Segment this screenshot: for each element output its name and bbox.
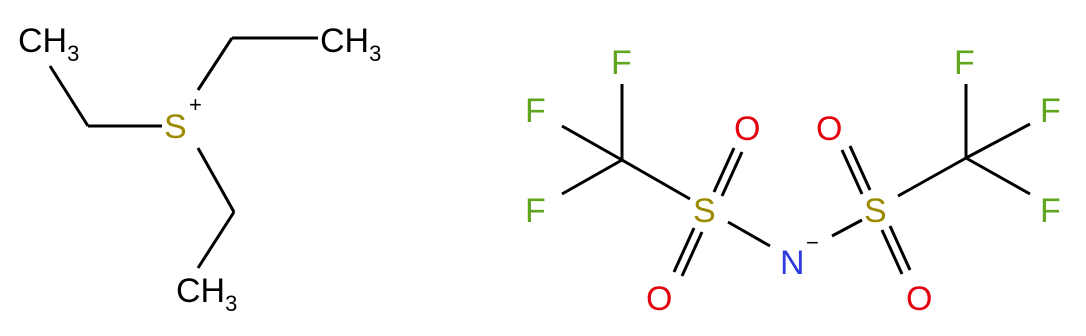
bond-c-right-to-f-bottom: [965, 156, 1031, 196]
bond-s-left-to-n: [727, 220, 771, 248]
bond-ch2-bottom-to-ch3: [196, 211, 236, 269]
nitrogen-negative-charge: −: [806, 230, 819, 255]
bond-s-right-o-top-a: [840, 149, 864, 195]
bond-sulfur-to-ch2-bottom: [196, 147, 236, 213]
fluorine-right-mid: F: [1040, 92, 1061, 130]
fluorine-right-bottom: F: [1040, 192, 1061, 230]
sulfur-right: S: [864, 192, 887, 230]
bond-c-left-to-f-bottom: [561, 158, 623, 196]
anion-bonds: [561, 84, 1031, 277]
bond-s-left-o-top-b: [720, 151, 744, 197]
fluorine-left-mid: F: [525, 92, 546, 130]
oxygen-right-top: O: [816, 110, 842, 148]
bond-n-to-s-right: [831, 218, 863, 238]
fluorine-left-bottom: F: [525, 192, 546, 230]
bond-s-left-o-bottom-a: [672, 227, 696, 273]
nitrogen-anion: N: [780, 244, 805, 282]
cation-bonds: [48, 36, 318, 269]
ch3-bottom-label: CH3: [176, 272, 237, 316]
bond-c-left-to-f-mid: [561, 124, 623, 162]
bond-ch3-topleft-to-ch2: [48, 65, 90, 127]
bond-s-right-o-bottom-a: [880, 229, 904, 275]
bond-c-left-to-s-left: [621, 158, 691, 201]
bond-s-left-o-top-a: [712, 147, 736, 193]
bond-s-right-o-bottom-b: [888, 225, 912, 271]
oxygen-left-top: O: [734, 110, 760, 148]
oxygen-left-bottom: O: [646, 280, 672, 318]
oxygen-right-bottom: O: [906, 280, 932, 318]
sulfur-positive-charge: +: [189, 92, 202, 117]
bond-s-left-o-bottom-b: [680, 231, 704, 277]
sulfur-cation-label: S: [164, 108, 187, 146]
sulfur-left: S: [693, 192, 716, 230]
bond-c-right-to-f-mid: [965, 122, 1031, 160]
bond-sulfur-to-ch2-top: [196, 37, 234, 91]
fluorine-right-top: F: [954, 44, 975, 82]
ch3-top-left-label: CH3: [18, 22, 79, 66]
bond-s-right-to-c-right: [897, 156, 967, 198]
bond-s-right-o-top-b: [848, 145, 872, 191]
ch3-top-right-label: CH3: [320, 22, 381, 66]
fluorine-left-top: F: [611, 44, 632, 82]
